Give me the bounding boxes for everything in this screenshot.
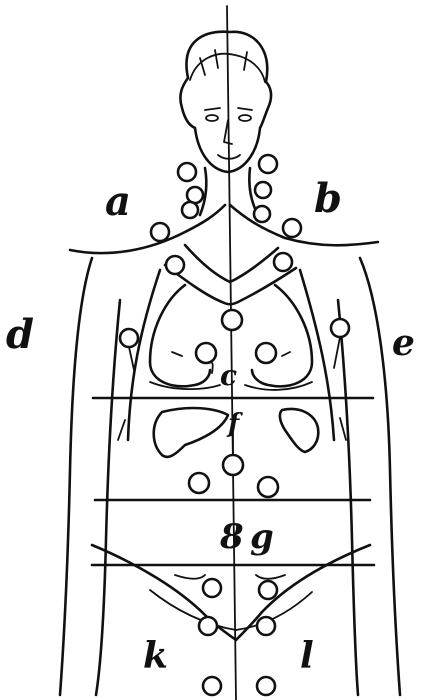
lymph-node [151,223,169,241]
lymph-node [189,473,209,493]
sternum-v-line [185,245,278,282]
lymph-node [203,677,221,695]
label-k: k [143,635,168,677]
label-d: d [6,311,34,358]
lymph-node [274,253,292,271]
lymph-node [283,219,301,237]
label-c: c [220,359,237,392]
lymph-node [258,477,278,497]
label-num: 8 [219,517,244,557]
lower-pelvis-line [150,590,312,630]
right-organ [280,409,318,452]
lymph-node [182,202,198,218]
right-pectoral [252,285,312,386]
lymph-node [196,343,216,363]
right-eye [239,115,251,121]
lymph-node [257,677,275,695]
lymph-node [223,455,243,475]
lymph-node [256,343,276,363]
left-organ [154,408,228,457]
lymph-node [254,206,270,222]
lymph-node [259,581,277,599]
left-eye [206,115,218,121]
left-torso-line [128,270,160,440]
right-arm-inner [338,300,358,695]
lymph-node [178,163,196,181]
label-b: b [314,175,342,222]
label-f: f [226,409,243,439]
label-a: a [105,178,131,225]
right-shoulder-line [230,205,378,245]
lymph-node [331,319,349,337]
right-torso-line [300,270,334,440]
inguinal-marks [175,575,285,579]
lymph-node [120,329,138,347]
lymph-node [203,579,221,597]
head [180,32,271,172]
lymph-node [259,155,277,173]
lymph-node [257,617,275,635]
lymph-node [255,182,271,198]
head-outline [180,32,271,172]
left-arm-inner [96,300,120,695]
lymph-node [187,187,203,203]
left-arm-outer [60,258,92,695]
midline [227,6,236,700]
lymph-node [199,617,217,635]
lymph-node [166,256,184,274]
label-l: l [300,635,314,677]
label-g: g [250,517,274,557]
label-e: e [392,322,415,364]
lymph-node [222,310,242,330]
left-pectoral [150,285,210,386]
